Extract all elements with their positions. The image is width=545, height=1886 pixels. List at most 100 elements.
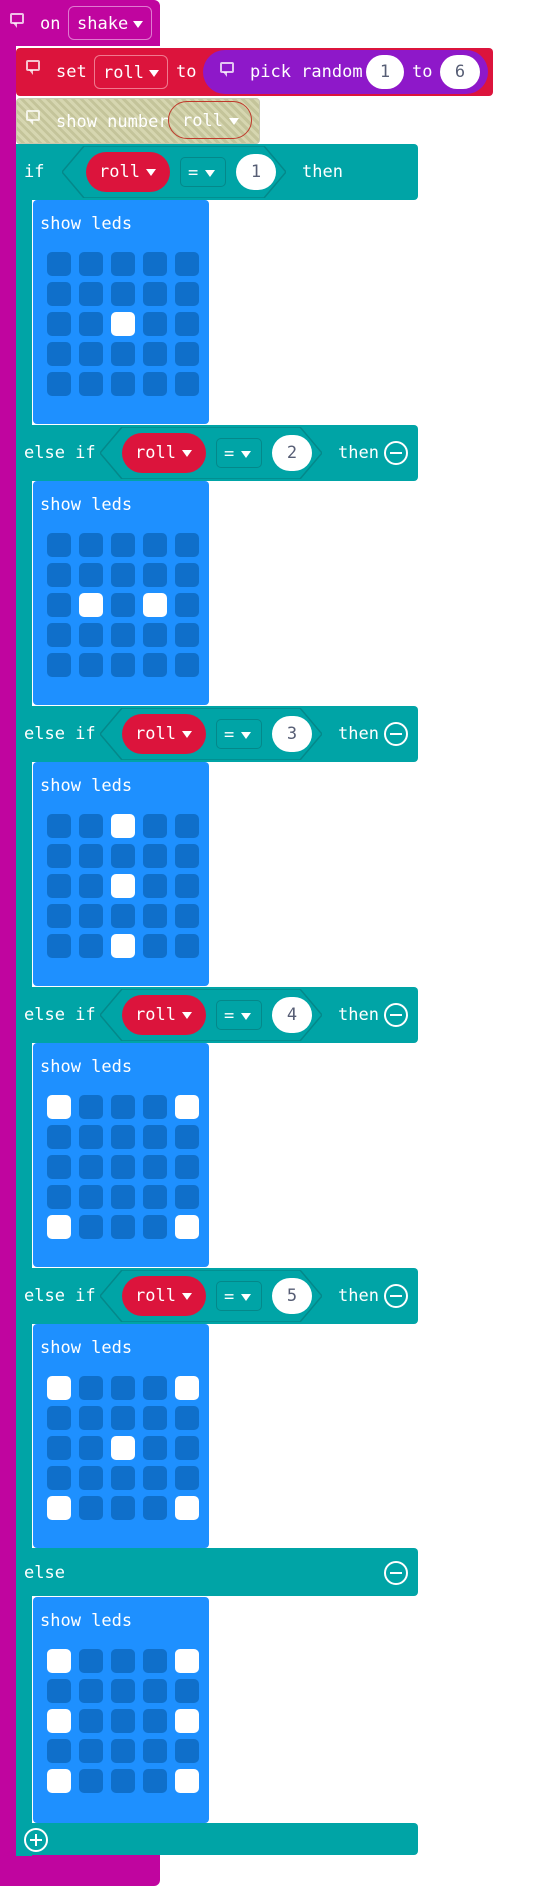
led-cell[interactable] xyxy=(175,1496,199,1520)
led-cell[interactable] xyxy=(111,1739,135,1763)
led-cell[interactable] xyxy=(47,1769,71,1793)
led-cell[interactable] xyxy=(79,1155,103,1179)
led-cell[interactable] xyxy=(175,874,199,898)
led-cell[interactable] xyxy=(79,1185,103,1209)
variable-dropdown[interactable]: roll xyxy=(94,55,168,89)
led-cell[interactable] xyxy=(143,342,167,366)
variable-reporter[interactable]: roll xyxy=(122,433,206,473)
remove-branch-icon[interactable] xyxy=(384,1284,408,1308)
led-cell[interactable] xyxy=(47,904,71,928)
led-cell[interactable] xyxy=(175,252,199,276)
led-cell[interactable] xyxy=(175,1406,199,1430)
led-cell[interactable] xyxy=(47,1095,71,1119)
led-cell[interactable] xyxy=(79,1406,103,1430)
led-cell[interactable] xyxy=(175,1125,199,1149)
show-number-block[interactable] xyxy=(16,98,260,144)
led-cell[interactable] xyxy=(175,1739,199,1763)
led-cell[interactable] xyxy=(175,623,199,647)
remove-else-icon[interactable] xyxy=(384,1561,408,1585)
led-cell[interactable] xyxy=(47,934,71,958)
led-cell[interactable] xyxy=(111,874,135,898)
led-cell[interactable] xyxy=(175,342,199,366)
random-max-input[interactable]: 6 xyxy=(440,55,480,89)
led-cell[interactable] xyxy=(47,1649,71,1673)
led-cell[interactable] xyxy=(111,653,135,677)
led-cell[interactable] xyxy=(47,874,71,898)
led-cell[interactable] xyxy=(175,1185,199,1209)
led-cell[interactable] xyxy=(143,1769,167,1793)
led-cell[interactable] xyxy=(175,904,199,928)
led-cell[interactable] xyxy=(79,874,103,898)
add-branch-icon[interactable] xyxy=(24,1828,48,1852)
led-cell[interactable] xyxy=(47,1406,71,1430)
led-cell[interactable] xyxy=(79,282,103,306)
led-cell[interactable] xyxy=(111,563,135,587)
led-cell[interactable] xyxy=(143,1436,167,1460)
led-cell[interactable] xyxy=(143,623,167,647)
led-cell[interactable] xyxy=(143,1406,167,1430)
led-cell[interactable] xyxy=(79,934,103,958)
led-cell[interactable] xyxy=(47,1496,71,1520)
led-cell[interactable] xyxy=(79,653,103,677)
compare-value-input[interactable]: 5 xyxy=(272,1278,312,1314)
led-cell[interactable] xyxy=(47,1155,71,1179)
led-cell[interactable] xyxy=(143,533,167,557)
led-cell[interactable] xyxy=(143,1185,167,1209)
led-cell[interactable] xyxy=(79,342,103,366)
operator-dropdown[interactable]: = xyxy=(216,1000,262,1030)
led-cell[interactable] xyxy=(111,1125,135,1149)
led-cell[interactable] xyxy=(175,844,199,868)
led-cell[interactable] xyxy=(47,342,71,366)
led-cell[interactable] xyxy=(47,1376,71,1400)
led-cell[interactable] xyxy=(79,1496,103,1520)
led-cell[interactable] xyxy=(79,1215,103,1239)
led-cell[interactable] xyxy=(111,593,135,617)
led-cell[interactable] xyxy=(47,814,71,838)
led-cell[interactable] xyxy=(47,252,71,276)
led-cell[interactable] xyxy=(79,1466,103,1490)
led-cell[interactable] xyxy=(143,1709,167,1733)
led-cell[interactable] xyxy=(143,372,167,396)
led-cell[interactable] xyxy=(143,252,167,276)
led-cell[interactable] xyxy=(111,1679,135,1703)
led-cell[interactable] xyxy=(111,533,135,557)
led-cell[interactable] xyxy=(143,563,167,587)
operator-dropdown[interactable]: = xyxy=(216,438,262,468)
comment-icon[interactable] xyxy=(10,13,24,28)
led-cell[interactable] xyxy=(47,1739,71,1763)
led-cell[interactable] xyxy=(79,814,103,838)
led-cell[interactable] xyxy=(79,1376,103,1400)
led-cell[interactable] xyxy=(79,1769,103,1793)
led-cell[interactable] xyxy=(79,904,103,928)
variable-reporter[interactable]: roll xyxy=(168,101,252,139)
led-cell[interactable] xyxy=(111,1406,135,1430)
led-cell[interactable] xyxy=(175,934,199,958)
led-cell[interactable] xyxy=(143,1496,167,1520)
led-cell[interactable] xyxy=(111,1185,135,1209)
led-cell[interactable] xyxy=(47,282,71,306)
led-cell[interactable] xyxy=(47,844,71,868)
led-cell[interactable] xyxy=(143,814,167,838)
led-cell[interactable] xyxy=(111,844,135,868)
led-cell[interactable] xyxy=(111,1095,135,1119)
led-cell[interactable] xyxy=(111,1376,135,1400)
led-cell[interactable] xyxy=(143,1739,167,1763)
led-cell[interactable] xyxy=(79,593,103,617)
comment-icon[interactable] xyxy=(26,110,40,125)
led-cell[interactable] xyxy=(47,1125,71,1149)
led-cell[interactable] xyxy=(111,312,135,336)
variable-reporter[interactable]: roll xyxy=(122,1276,206,1316)
led-cell[interactable] xyxy=(47,1185,71,1209)
led-cell[interactable] xyxy=(175,1466,199,1490)
led-cell[interactable] xyxy=(111,1436,135,1460)
led-cell[interactable] xyxy=(175,653,199,677)
led-cell[interactable] xyxy=(175,312,199,336)
led-cell[interactable] xyxy=(47,533,71,557)
led-cell[interactable] xyxy=(175,1649,199,1673)
led-cell[interactable] xyxy=(143,1679,167,1703)
variable-reporter[interactable]: roll xyxy=(86,152,170,192)
led-cell[interactable] xyxy=(111,342,135,366)
led-cell[interactable] xyxy=(175,1436,199,1460)
led-cell[interactable] xyxy=(111,1496,135,1520)
led-cell[interactable] xyxy=(111,904,135,928)
